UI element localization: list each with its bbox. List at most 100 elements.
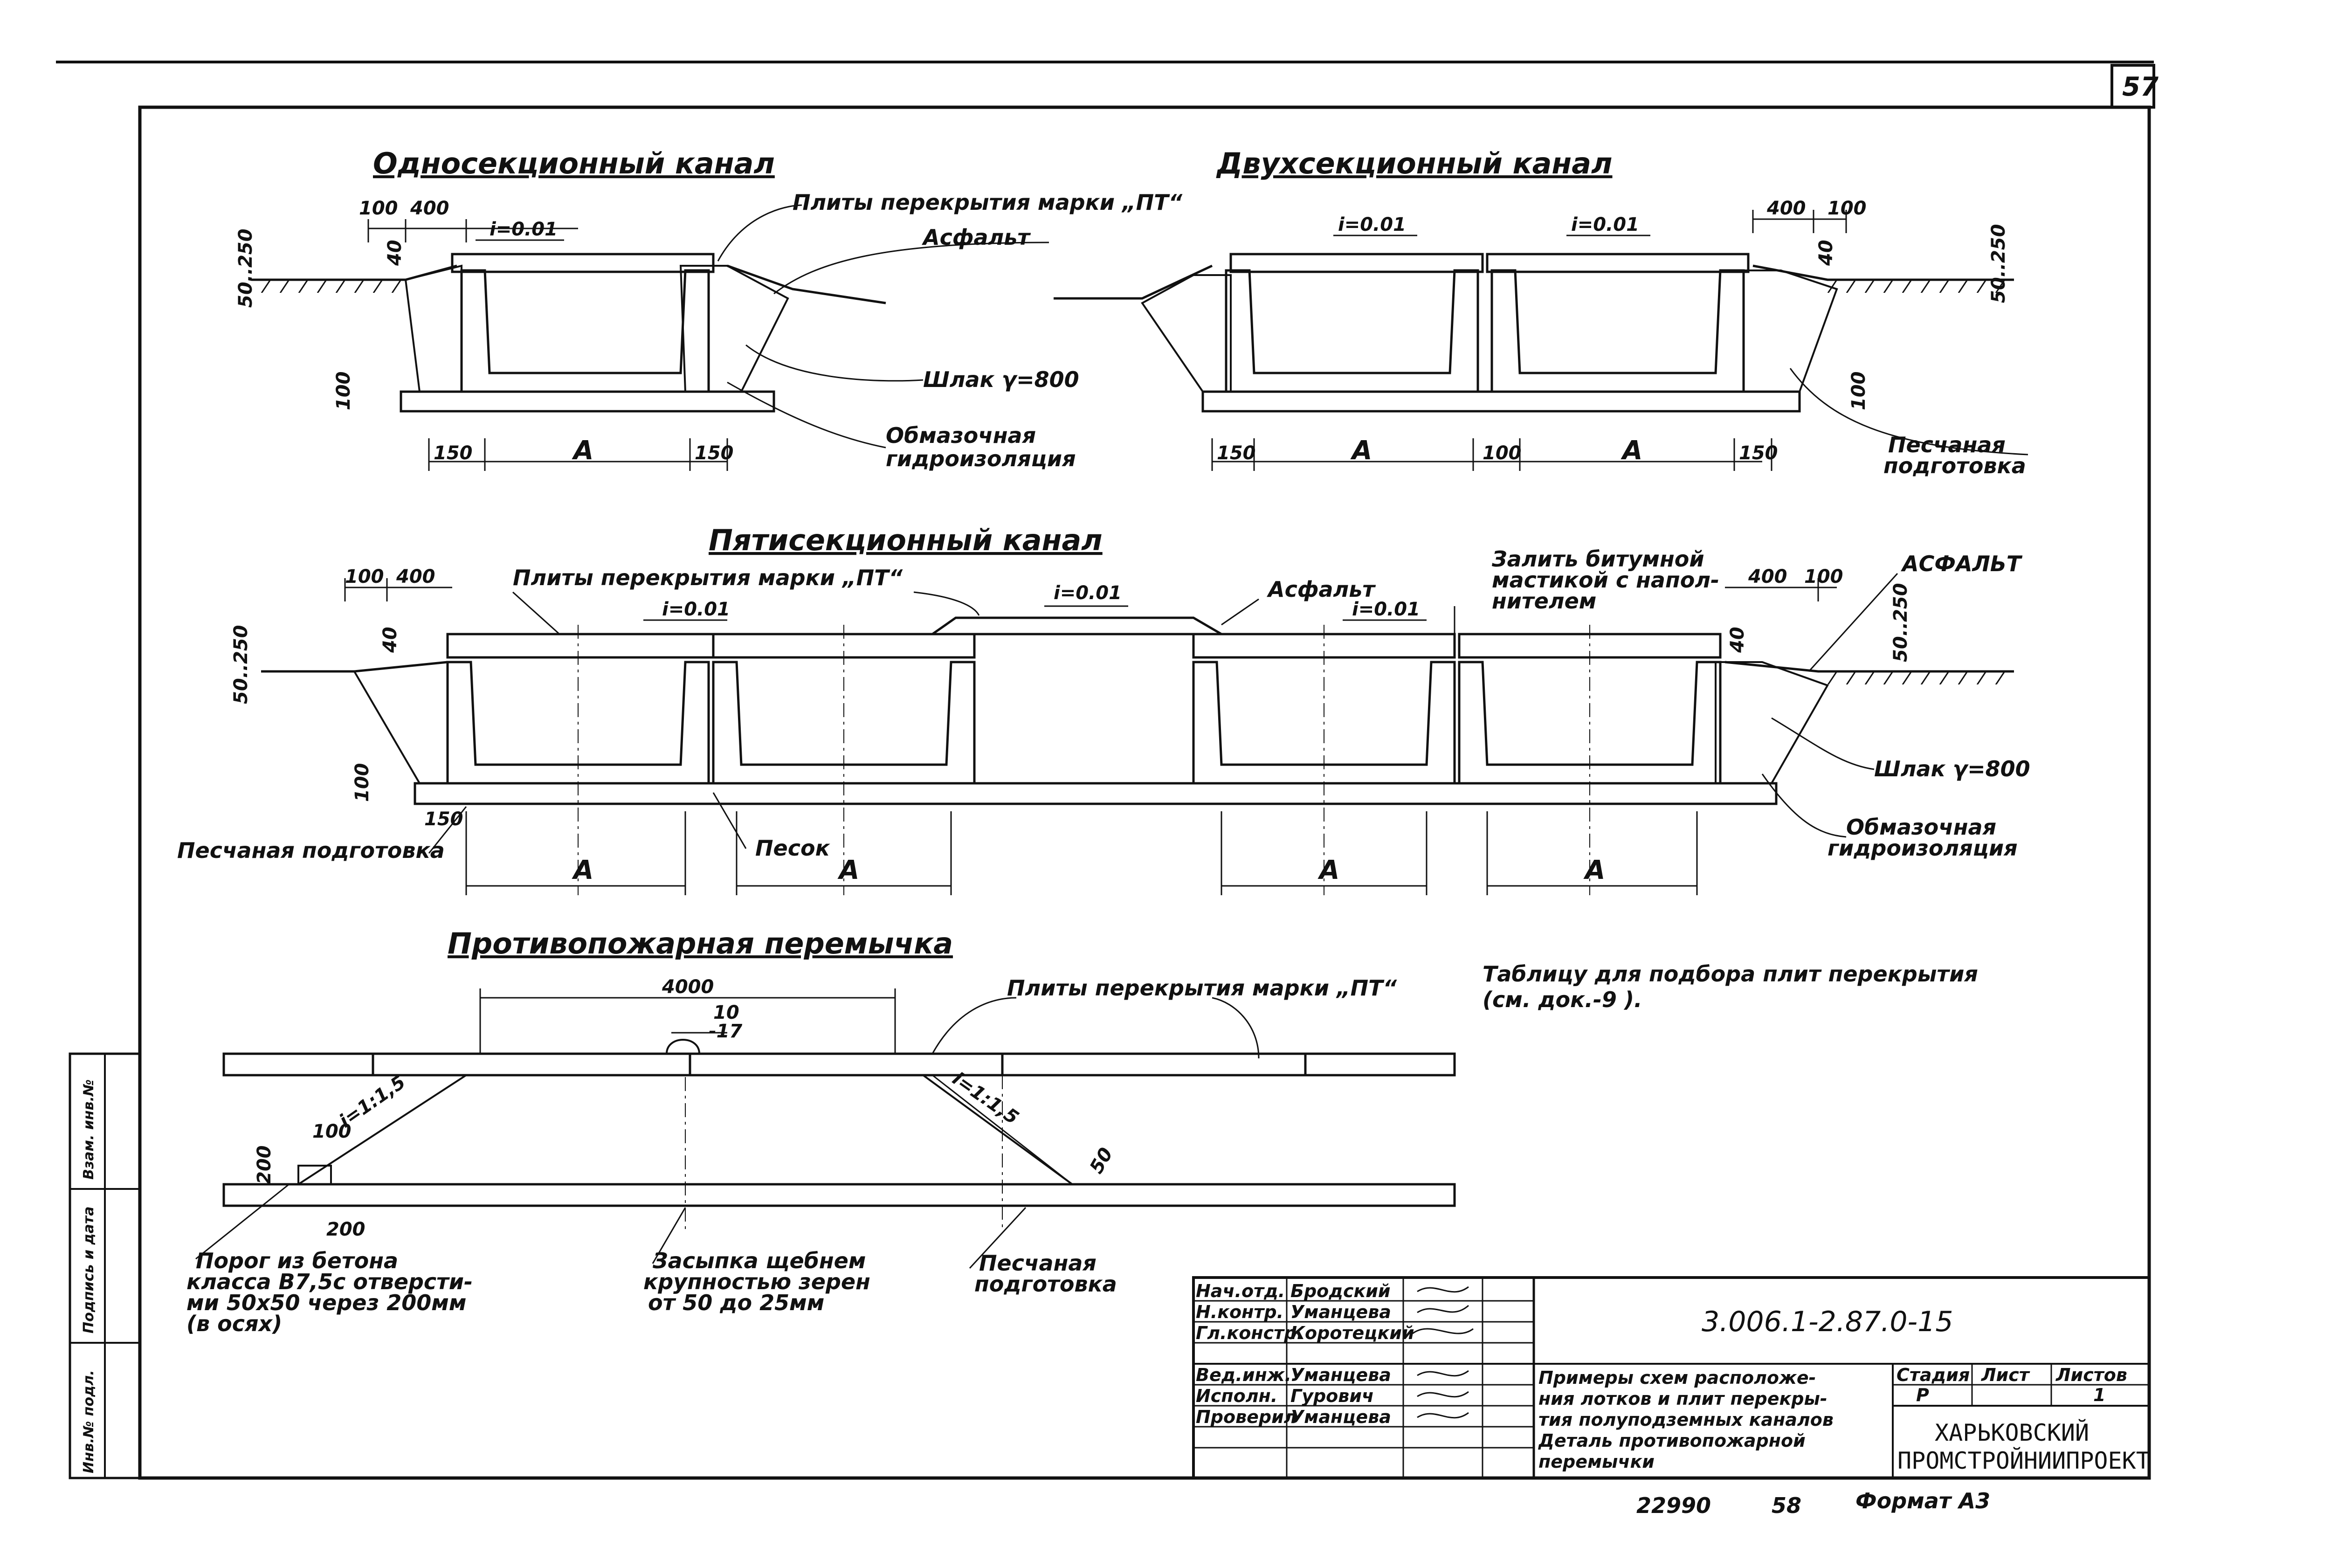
- double-dim-40: 40: [1815, 240, 1837, 266]
- label-sand-bed-top-1: Песчаная: [1888, 432, 2006, 457]
- label-asphalt-mid: Асфальт: [1267, 577, 1376, 602]
- firewall-dim-m17: -17: [709, 1021, 742, 1042]
- double-dim-100-base: 100: [1848, 372, 1869, 411]
- firewall-threshold-3: ми 50х50 через 200мм: [186, 1290, 466, 1315]
- tb-organization-2: ПРОМСТРОЙНИИПРОЕКТ: [1897, 1447, 2150, 1474]
- five-dim-50-250-right: 50..250: [1890, 583, 1911, 662]
- tb-sheets-label: Листов: [2055, 1365, 2127, 1385]
- double-dim-100: 100: [1828, 198, 1867, 219]
- title-single-channel: Односекционный канал: [373, 146, 775, 180]
- tb-role-4: Исполн.: [1196, 1386, 1277, 1406]
- single-channel-drawing: [252, 204, 1049, 471]
- firewall-dim-4000: 4000: [662, 976, 714, 998]
- page-number: 57: [2122, 72, 2159, 102]
- label-sand-bed-full: Песчаная подготовка: [177, 838, 445, 863]
- double-channel-drawing: [1054, 210, 2028, 471]
- five-dim-a-3: А: [1317, 855, 1339, 885]
- title-firewall: Противопожарная перемычка: [448, 926, 953, 960]
- firewall-fill-1: Засыпка щебнем: [652, 1248, 866, 1273]
- table-note-1: Таблицу для подбора плит перекрытия: [1483, 961, 1978, 987]
- side-stamp-replace: Взам. инв.№: [81, 1079, 97, 1180]
- label-bitumen-3: нителем: [1492, 588, 1596, 614]
- firewall-drawing: [195, 988, 1456, 1269]
- tb-description-3: тия полуподземных каналов: [1538, 1409, 1834, 1430]
- five-dim-400-right: 400: [1748, 566, 1787, 587]
- tb-name-3: Уманцева: [1290, 1365, 1391, 1385]
- side-stamp-sign: Подпись и дата: [81, 1207, 97, 1333]
- five-slope-2: i=0.01: [1054, 582, 1122, 604]
- five-dim-50-250-left: 50..250: [230, 625, 252, 704]
- double-slope-1: i=0.01: [1338, 214, 1406, 235]
- firewall-dim-100: 100: [312, 1121, 352, 1142]
- double-dim-a-2: А: [1621, 435, 1642, 466]
- firewall-fill-2: крупностью зерен: [643, 1269, 870, 1294]
- label-asphalt-caps: АСФАЛЬТ: [1901, 551, 2023, 576]
- tb-description-2: ния лотков и плит перекры-: [1538, 1388, 1828, 1409]
- tb-role-1: Н.контр.: [1196, 1302, 1283, 1322]
- firewall-fill-3: от 50 до 25мм: [648, 1290, 824, 1315]
- five-dim-100-right: 100: [1804, 566, 1843, 587]
- label-coating-top-1: Обмазочная: [886, 423, 1036, 448]
- tb-organization-1: ХАРЬКОВСКИЙ: [1935, 1419, 2089, 1446]
- five-slope-1: i=0.01: [662, 599, 730, 620]
- single-dim-100-base: 100: [333, 372, 354, 411]
- label-slag-mid: Шлак γ=800: [1874, 756, 2030, 781]
- tb-description-1: Примеры схем расположе-: [1538, 1368, 1816, 1388]
- title-five-channel: Пятисекционный канал: [709, 523, 1103, 557]
- label-slabs-pt-firewall: Плиты перекрытия марки „ПТ“: [1007, 975, 1397, 1001]
- double-dim-150-right: 150: [1739, 442, 1778, 464]
- label-asphalt-top: Асфальт: [922, 225, 1031, 250]
- five-dim-40-right: 40: [1727, 627, 1748, 653]
- tb-role-0: Нач.отд.: [1196, 1281, 1285, 1301]
- label-bitumen-2: мастикой с напол-: [1492, 567, 1719, 593]
- side-stamp: Инв.№ подл. Подпись и дата Взам. инв.№: [69, 1052, 141, 1479]
- double-dim-150-left: 150: [1217, 442, 1256, 464]
- tb-description-4: Деталь противопожарной: [1538, 1430, 1806, 1451]
- single-dim-400: 400: [410, 198, 449, 219]
- single-dim-40: 40: [384, 240, 406, 266]
- tb-name-0: Бродский: [1290, 1281, 1391, 1301]
- label-bitumen-1: Залить битумной: [1491, 546, 1704, 572]
- label-coating-mid-2: гидроизоляция: [1828, 836, 2018, 861]
- five-dim-a-1: А: [572, 855, 593, 885]
- title-block: [1192, 1276, 2151, 1479]
- title-double-channel: Двухсекционный канал: [1216, 146, 1613, 180]
- five-channel-drawing: [261, 573, 2014, 895]
- double-dim-a-1: А: [1350, 435, 1372, 466]
- tb-name-4: Гурович: [1290, 1386, 1374, 1406]
- double-dim-50-250: 50..250: [1988, 224, 2009, 303]
- single-dim-a: А: [572, 435, 593, 466]
- five-dim-a-2: А: [837, 855, 859, 885]
- firewall-sand-2: подготовка: [974, 1271, 1117, 1297]
- firewall-threshold-1: Порог из бетона: [196, 1248, 398, 1273]
- tb-name-5: Уманцева: [1290, 1407, 1391, 1427]
- double-dim-100-mid: 100: [1483, 442, 1522, 464]
- firewall-dim-10: 10: [713, 1002, 739, 1023]
- five-dim-400: 400: [396, 566, 435, 587]
- double-slope-2: i=0.01: [1571, 214, 1639, 235]
- firewall-dim-200-bottom: 200: [326, 1219, 366, 1240]
- single-dim-100: 100: [359, 198, 398, 219]
- tb-name-1: Уманцева: [1290, 1302, 1391, 1322]
- single-dim-50-250: 50..250: [235, 228, 256, 308]
- firewall-sand-1: Песчаная: [979, 1250, 1097, 1276]
- label-slag-top: Шлак γ=800: [923, 367, 1079, 392]
- tb-sheets-value: 1: [2093, 1385, 2105, 1405]
- label-slabs-pt-mid: Плиты перекрытия марки „ПТ“: [513, 565, 903, 590]
- footer-page: 58: [1772, 1493, 1801, 1518]
- side-stamp-inv: Инв.№ подл.: [81, 1370, 97, 1473]
- tb-stage-label: Стадия: [1897, 1365, 1970, 1385]
- label-coating-top-2: гидроизоляция: [886, 446, 1076, 471]
- tb-stage-value: Р: [1916, 1385, 1929, 1405]
- tb-role-2: Гл.констр.: [1196, 1323, 1303, 1343]
- tb-name-2: Коротецкий: [1290, 1323, 1414, 1343]
- five-dim-40-left: 40: [379, 627, 401, 653]
- table-note-2: (см. док.-9 ).: [1483, 987, 1642, 1012]
- single-dim-150-left: 150: [434, 442, 473, 464]
- label-coating-mid-1: Обмазочная: [1846, 815, 1996, 840]
- footer-inventory: 22990: [1636, 1493, 1711, 1518]
- label-sand-bed-top-2: подготовка: [1883, 453, 2026, 478]
- five-dim-a-4: А: [1583, 855, 1605, 885]
- label-slabs-pt-top: Плиты перекрытия марки „ПТ“: [793, 190, 1183, 215]
